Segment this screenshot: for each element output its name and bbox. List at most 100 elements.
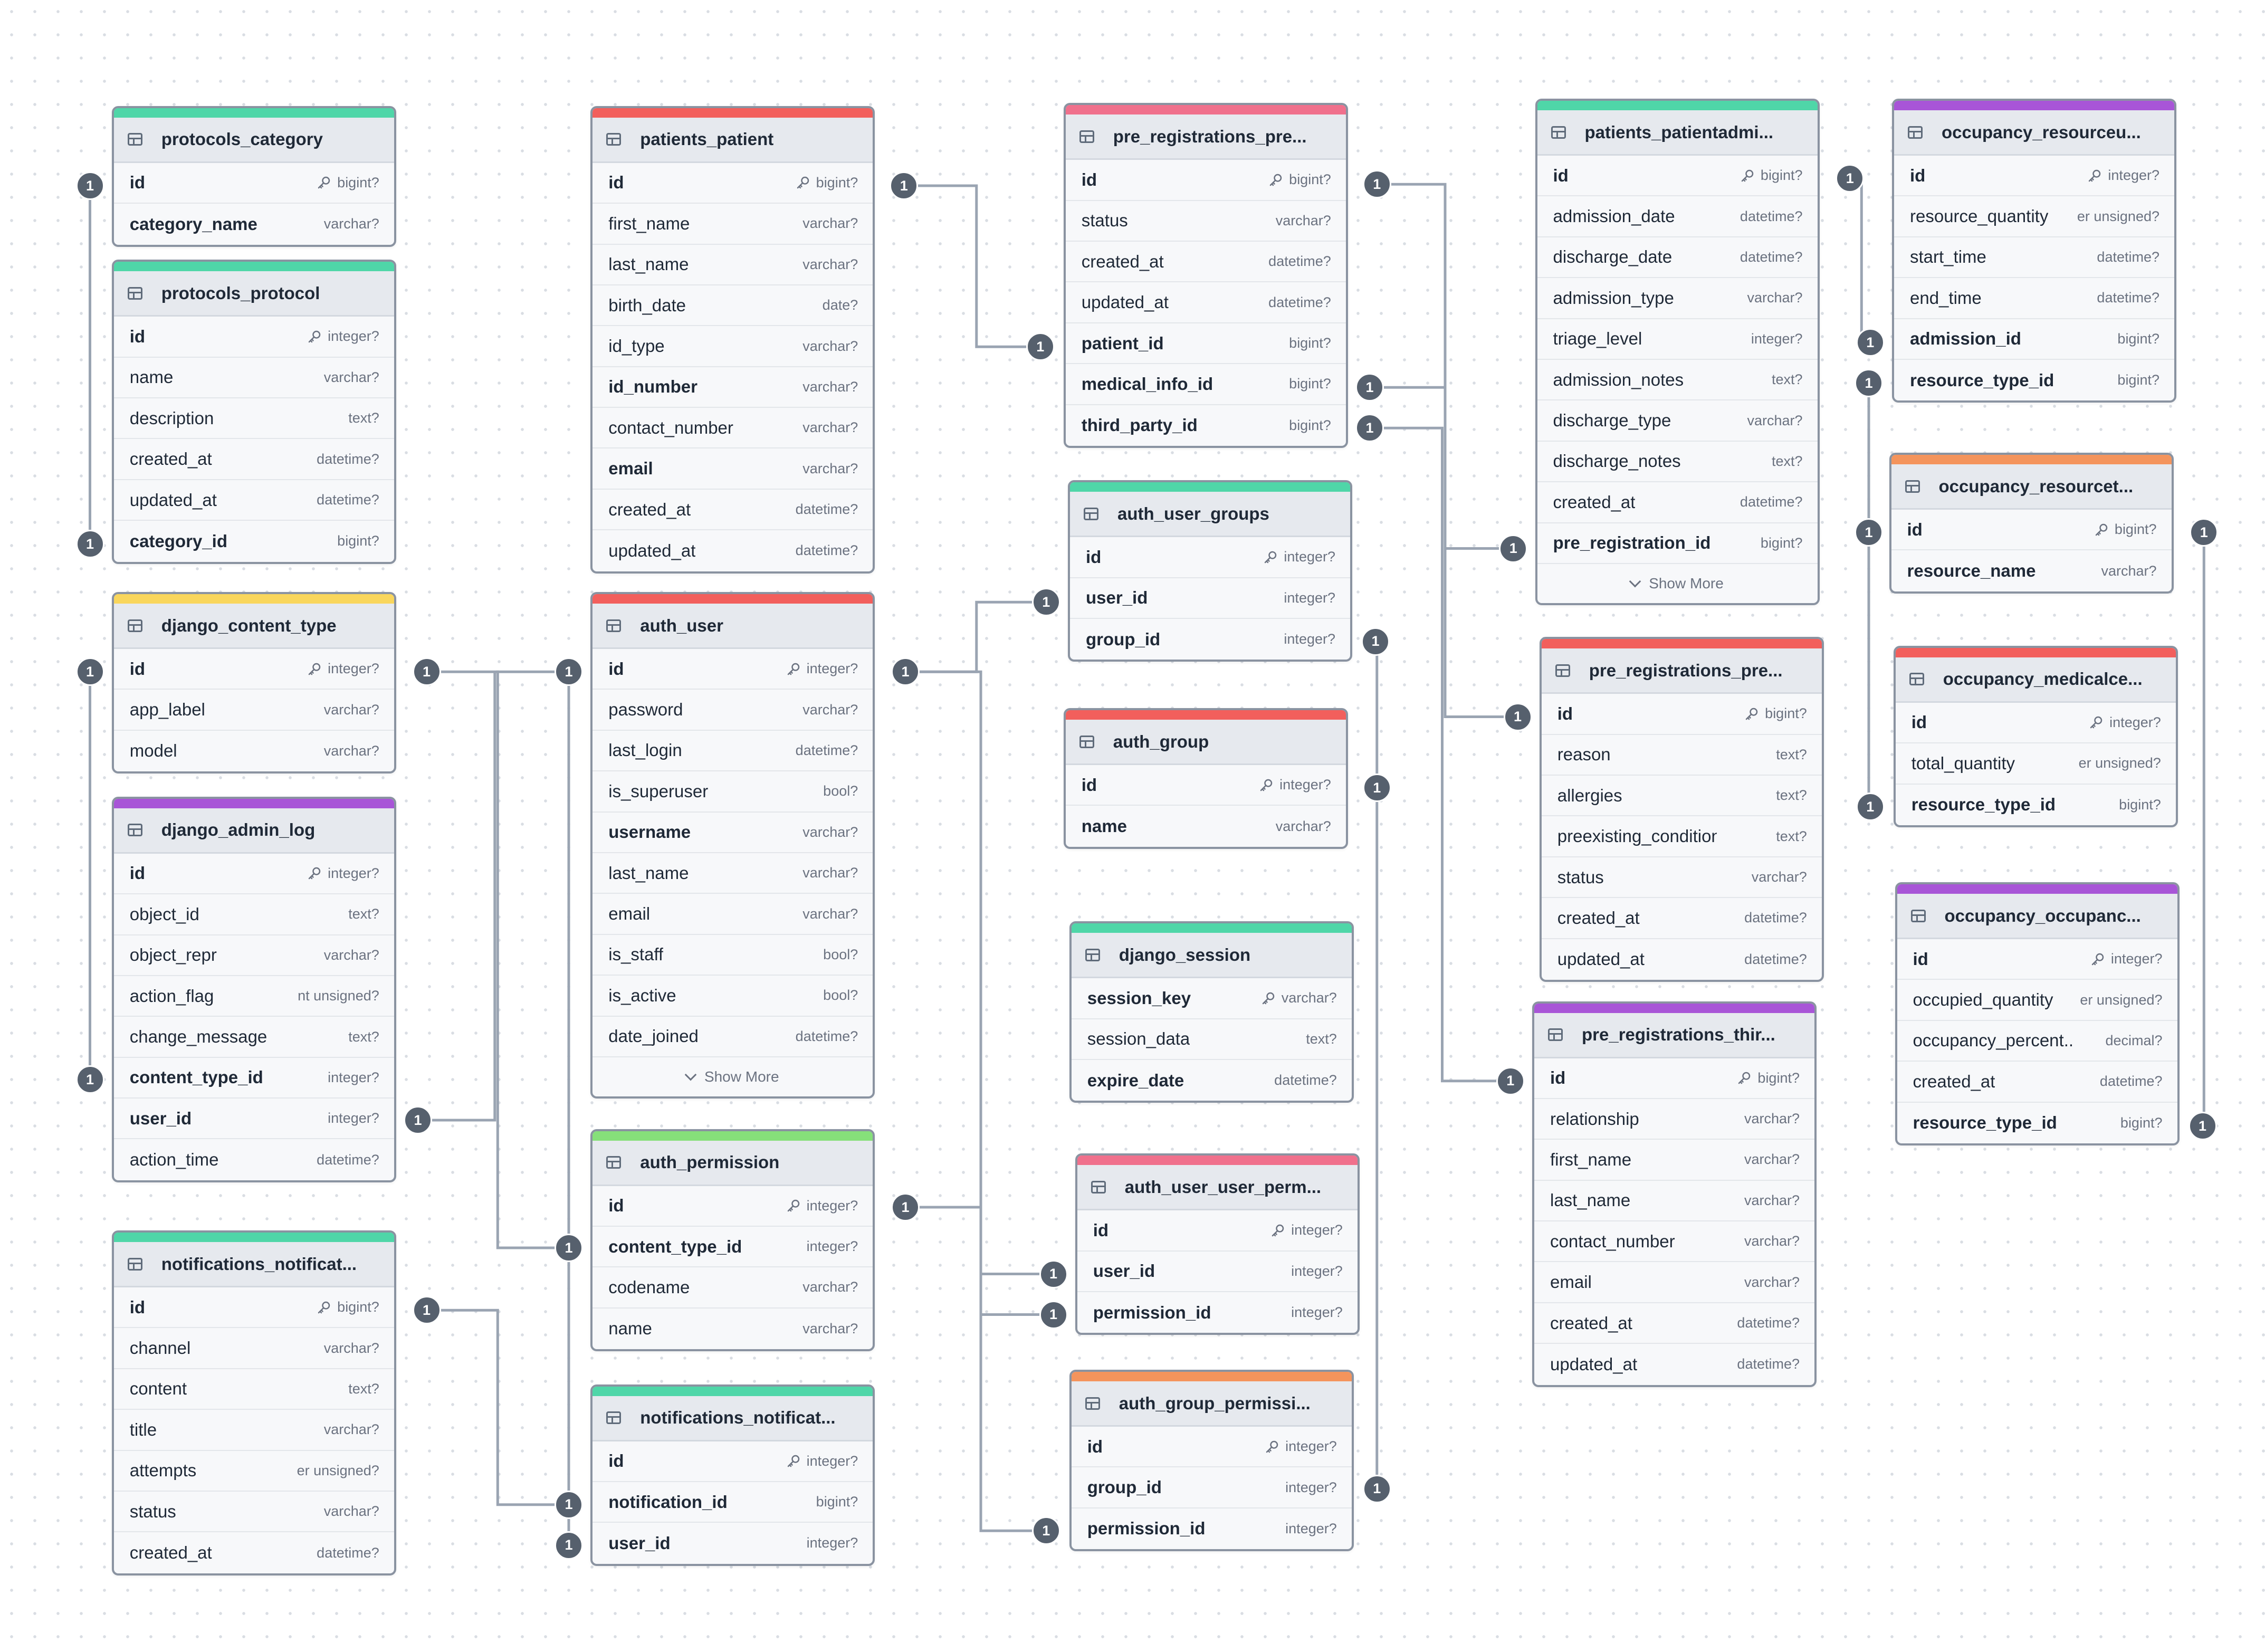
table-header[interactable]: django_session [1071, 933, 1352, 979]
table-header[interactable]: django_content_type [113, 604, 394, 649]
table-header[interactable]: protocols_protocol [113, 271, 394, 317]
table-header[interactable]: notifications_notificat... [592, 1396, 873, 1441]
table-header[interactable]: auth_group_permissi... [1071, 1381, 1352, 1427]
table-header[interactable]: pre_registrations_pre... [1541, 648, 1822, 694]
table-header[interactable]: pre_registrations_pre... [1065, 114, 1346, 160]
table-header[interactable]: occupancy_resourceu... [1894, 110, 2174, 156]
table-header[interactable]: auth_user_user_perm... [1077, 1165, 1358, 1211]
table-header[interactable]: protocols_category [113, 117, 394, 163]
table-header[interactable]: auth_user [592, 604, 873, 649]
table-header[interactable]: notifications_notificat... [113, 1242, 394, 1287]
table-header[interactable]: auth_group [1065, 720, 1346, 765]
table-header[interactable]: patients_patient [592, 117, 873, 163]
